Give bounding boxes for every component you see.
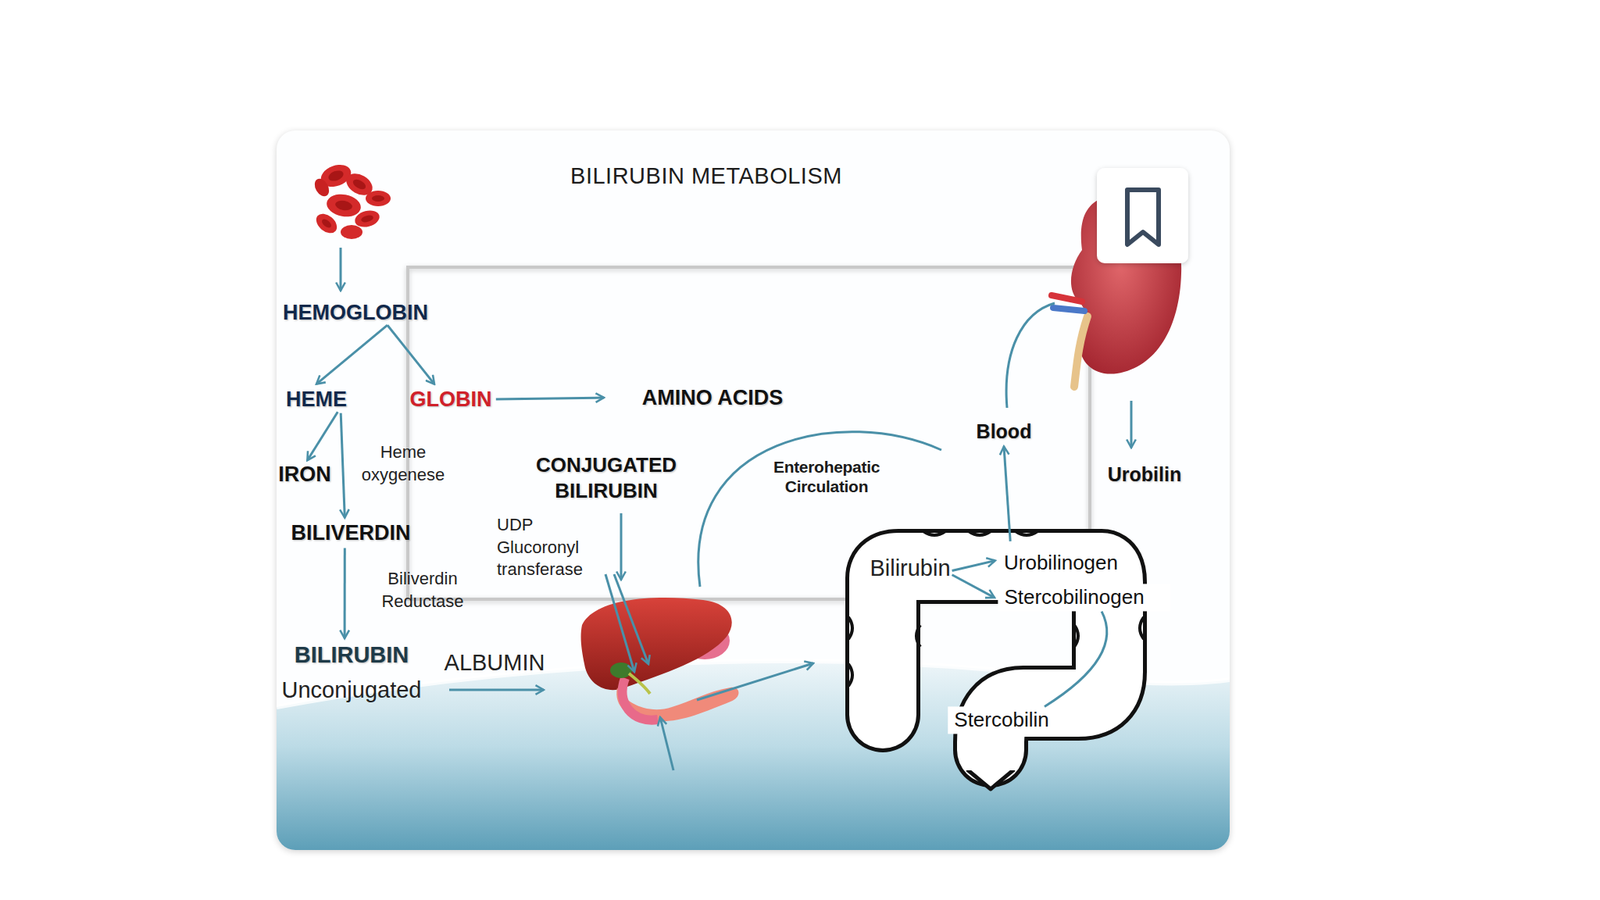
flow-arrow (449, 689, 544, 692)
flow-connector (952, 575, 995, 598)
pathway-node: BILIRUBIN Unconjugated (282, 641, 422, 704)
pathway-node: Stercobilinogen (997, 583, 1171, 611)
node-text: Unconjugated (282, 676, 422, 704)
flow-arrow (660, 717, 674, 771)
pathway-node: AMINO ACIDS (642, 385, 784, 411)
node-text: AMINO ACIDS (642, 385, 784, 411)
pathway-node: IRON (278, 461, 332, 487)
pathway-node: Urobilin (1107, 462, 1182, 486)
node-text: Stercobilin (953, 707, 1049, 733)
edge-label: Biliverdin Reductase (370, 567, 476, 613)
pathway-node: GLOBIN (410, 386, 493, 412)
pathway-node: Blood (976, 419, 1033, 443)
flow-connector (343, 547, 347, 639)
node-text: CONJUGATED BILIRUBIN (516, 452, 697, 504)
flow-connector (496, 397, 604, 400)
flow-connector (952, 560, 996, 572)
node-text: Urobilinogen (1003, 550, 1118, 575)
pathway-node: Bilirubin (869, 554, 950, 583)
node-text: IRON (278, 461, 332, 487)
pathway-node: Stercobilin (947, 706, 1055, 734)
flow-arrow (620, 513, 623, 580)
pathway-node: Urobilinogen (997, 549, 1125, 577)
liver-illustration (581, 597, 740, 722)
node-text: Urobilin (1107, 462, 1182, 486)
flow-arrow (614, 574, 649, 665)
flow-connector (387, 325, 435, 384)
node-text: HEME (285, 386, 347, 412)
node-text: BILIVERDIN (290, 520, 411, 546)
node-text: Stercobilinogen (1003, 585, 1144, 610)
annotation-label: ALBUMIN (444, 650, 546, 676)
pathway-node: HEME (285, 386, 347, 412)
flow-arrow (1130, 400, 1133, 448)
flow-connector (1044, 611, 1108, 708)
colon-illustration (848, 531, 1144, 790)
flow-connector (316, 325, 388, 384)
node-text: HEMOGLOBIN (282, 300, 429, 325)
red-blood-cells (311, 160, 391, 240)
diagram-title: BILIRUBIN METABOLISM (570, 163, 843, 190)
edge-label: Heme oxygenese (356, 441, 450, 486)
annotation-label: UDP Glucoronyl transferase (496, 514, 597, 582)
flow-connector (1003, 446, 1011, 542)
annotation-label: Enterohepatic Circulation (758, 457, 896, 497)
pathway-node: HEMOGLOBIN (282, 300, 429, 325)
bookmark-icon (1096, 167, 1189, 264)
pathway-node: CONJUGATED BILIRUBIN (516, 452, 697, 504)
flow-connector (340, 413, 345, 518)
node-text: Blood (976, 419, 1033, 443)
node-text: Bilirubin (869, 554, 950, 583)
pathway-node: BILIVERDIN (290, 520, 411, 546)
flow-arrow (696, 663, 814, 700)
node-text: BILIRUBIN (282, 641, 422, 669)
blood-to-kidney-curve (1006, 303, 1055, 408)
flow-arrow (339, 247, 343, 291)
node-text: GLOBIN (410, 386, 493, 412)
flow-connector (307, 411, 338, 461)
